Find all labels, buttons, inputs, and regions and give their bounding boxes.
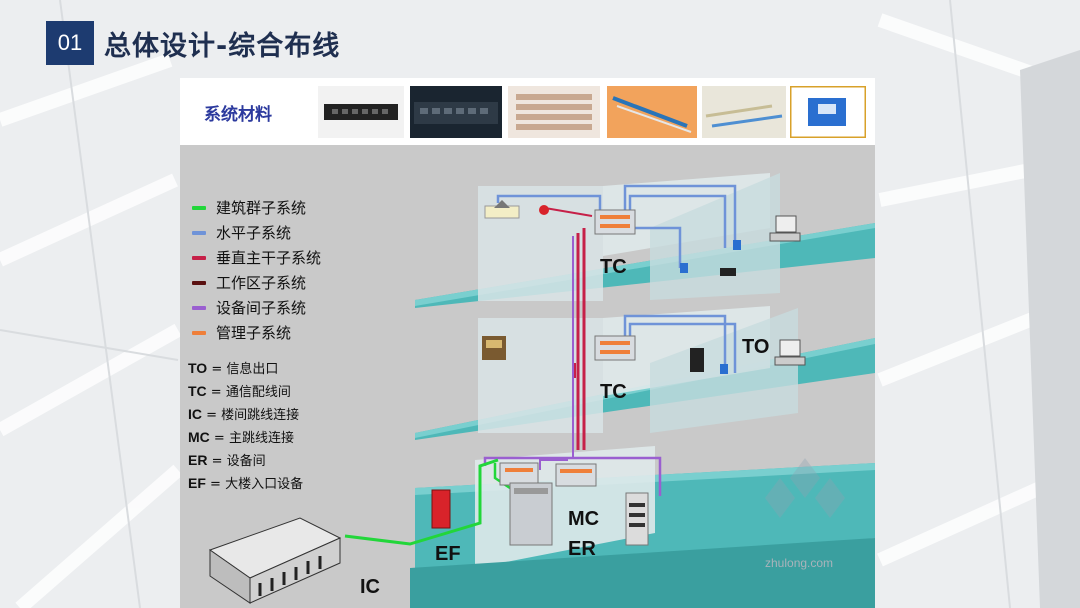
patch-panel-image bbox=[318, 86, 404, 138]
legend-swatch bbox=[192, 280, 206, 285]
abbreviation-code: TO bbox=[188, 360, 208, 376]
legend-label: 工作区子系统 bbox=[216, 274, 307, 292]
tc-label-top: TC bbox=[600, 256, 627, 278]
top-floor-devices bbox=[484, 200, 801, 276]
cabling-system-diagram: 系统材料 bbox=[180, 78, 875, 608]
legend-item: 工作区子系统 bbox=[192, 270, 321, 295]
legend-label: 水平子系统 bbox=[216, 224, 292, 242]
watermark-text: zhulong.com bbox=[765, 556, 834, 570]
network-switch-image bbox=[410, 86, 502, 138]
abbreviation-list: TO = 信息出口 TC = 通信配线间 IC = 楼间跳线连接 MC = 主跳… bbox=[188, 358, 303, 496]
twisted-pair-cable-image bbox=[702, 86, 786, 138]
abbreviation-item: IC = 楼间跳线连接 bbox=[188, 406, 300, 423]
middle-floor-devices bbox=[482, 336, 806, 374]
abbreviation-item: TO = 信息出口 bbox=[188, 360, 279, 377]
legend-label: 管理子系统 bbox=[216, 324, 292, 342]
floor-2 bbox=[415, 306, 875, 440]
floor-3 bbox=[415, 173, 875, 308]
abbreviation-meaning: 大楼入口设备 bbox=[225, 477, 304, 492]
legend-label: 垂直主干子系统 bbox=[216, 249, 322, 267]
abbreviation-meaning: 信息出口 bbox=[226, 362, 279, 377]
abbreviation-item: ER = 设备间 bbox=[188, 452, 266, 469]
cross-connect-block-image bbox=[508, 86, 600, 138]
abbreviation-item: EF = 大楼入口设备 bbox=[188, 475, 304, 492]
ef-entrance-equipment bbox=[431, 489, 451, 529]
abbreviation-code: TC bbox=[188, 383, 207, 399]
er-label: ER bbox=[568, 538, 596, 560]
abbreviation-code: ER bbox=[188, 452, 208, 468]
legend-swatch bbox=[192, 305, 206, 310]
ic-label: IC bbox=[360, 576, 380, 598]
section-number-badge: 01 bbox=[46, 21, 94, 65]
tc-cabinet-middle bbox=[594, 335, 636, 361]
fiber-cable-image bbox=[607, 86, 697, 138]
tc-label-middle: TC bbox=[600, 381, 627, 403]
abbreviation-meaning: 通信配线间 bbox=[225, 385, 291, 400]
campus-building bbox=[208, 517, 342, 604]
legend: 建筑群子系统 水平子系统 垂直主干子系统 工作区子系统 设备间子系统 管理子系统 bbox=[192, 195, 321, 345]
watermark-logo bbox=[765, 458, 845, 518]
abbreviation-meaning: 楼间跳线连接 bbox=[221, 408, 300, 423]
abbreviation-meaning: 设备间 bbox=[226, 454, 266, 469]
to-label: TO bbox=[742, 336, 770, 358]
legend-item: 设备间子系统 bbox=[192, 295, 321, 320]
rj45-module-image bbox=[790, 86, 866, 138]
legend-item: 水平子系统 bbox=[192, 220, 321, 245]
abbreviation-code: EF bbox=[188, 475, 206, 491]
legend-item: 垂直主干子系统 bbox=[192, 245, 321, 270]
page-title: 总体设计-综合布线 bbox=[104, 30, 341, 62]
legend-swatch bbox=[192, 255, 206, 260]
materials-strip: 系统材料 bbox=[180, 78, 875, 145]
materials-label: 系统材料 bbox=[204, 105, 272, 125]
abbreviation-meaning: 主跳线连接 bbox=[228, 431, 294, 446]
abbreviation-item: MC = 主跳线连接 bbox=[188, 429, 294, 446]
abbreviation-code: MC bbox=[188, 429, 210, 445]
legend-label: 设备间子系统 bbox=[216, 299, 307, 317]
ef-label: EF bbox=[435, 543, 461, 565]
title-bar: 01 总体设计-综合布线 bbox=[46, 20, 340, 66]
legend-swatch bbox=[192, 205, 206, 210]
tc-cabinet-top bbox=[594, 209, 636, 235]
mc-label: MC bbox=[568, 508, 600, 530]
abbreviation-item: TC = 通信配线间 bbox=[188, 383, 291, 400]
mc-er-cabinets bbox=[499, 462, 649, 546]
abbreviation-code: IC bbox=[188, 406, 202, 422]
legend-swatch bbox=[192, 330, 206, 335]
legend-item: 管理子系统 bbox=[192, 320, 321, 345]
legend-label: 建筑群子系统 bbox=[216, 199, 307, 217]
legend-swatch bbox=[192, 230, 206, 235]
building-illustration bbox=[208, 173, 875, 608]
legend-item: 建筑群子系统 bbox=[192, 195, 321, 220]
